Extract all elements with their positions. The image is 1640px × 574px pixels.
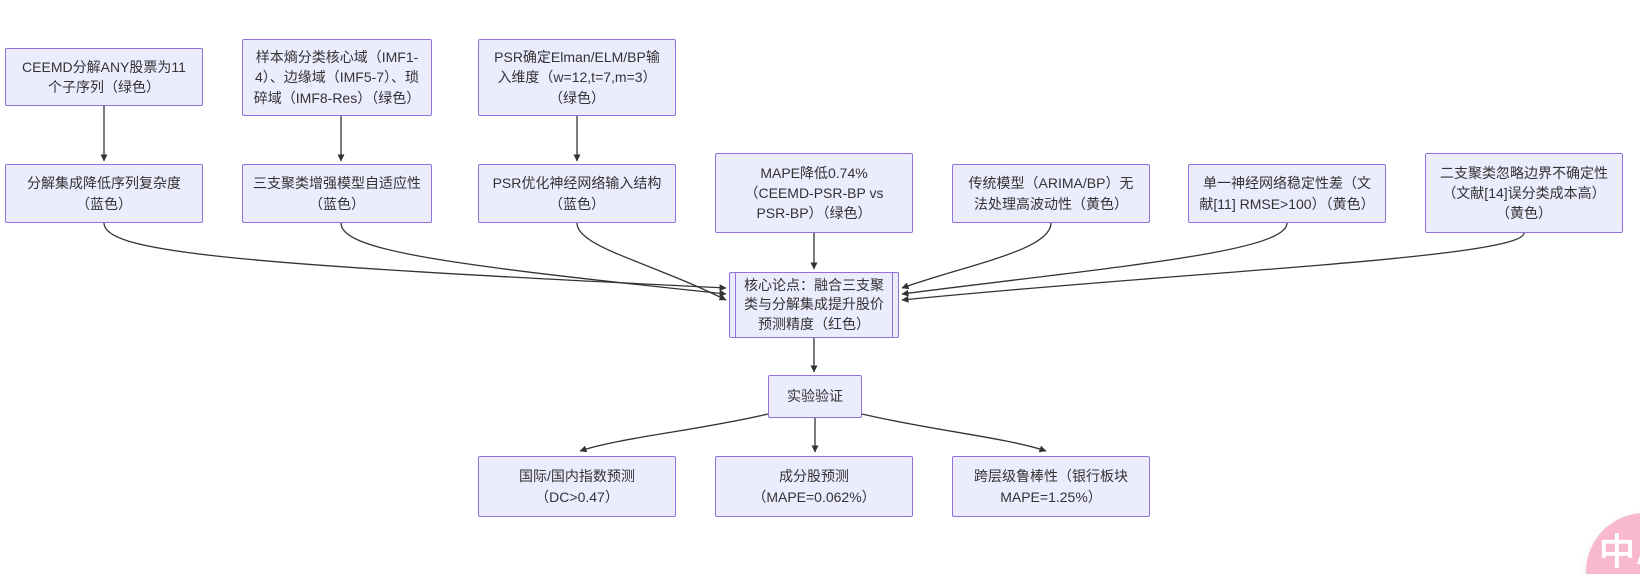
node-label: 三支聚类增强模型自适应性（蓝色） xyxy=(253,175,421,212)
node-single-nn-limit: 单一神经网络稳定性差（文献[11] RMSE>100）（黄色） xyxy=(1188,164,1386,223)
node-label: 分解集成降低序列复杂度（蓝色） xyxy=(27,175,181,212)
node-robustness: 跨层级鲁棒性（银行板块MAPE=1.25%） xyxy=(952,456,1150,517)
node-label: PSR优化神经网络输入结构（蓝色） xyxy=(492,175,662,212)
node-label: 样本熵分类核心域（IMF1-4）、边缘域（IMF5-7）、琐碎域（IMF8-Re… xyxy=(253,49,421,106)
node-label: 单一神经网络稳定性差（文献[11] RMSE>100）（黄色） xyxy=(1199,175,1375,212)
edge-structure-to-core xyxy=(576,222,727,301)
edge-complexity-to-core xyxy=(103,222,727,292)
node-label: 实验验证 xyxy=(787,388,843,405)
node-psr-structure: PSR优化神经网络输入结构（蓝色） xyxy=(478,164,676,223)
node-two-way-limit: 二支聚类忽略边界不确定性（文献[14]误分类成本高）（黄色） xyxy=(1425,153,1623,233)
node-sample-entropy: 样本熵分类核心域（IMF1-4）、边缘域（IMF5-7）、琐碎域（IMF8-Re… xyxy=(242,39,432,116)
node-label: 二支聚类忽略边界不确定性（文献[14]误分类成本高）（黄色） xyxy=(1440,164,1608,222)
node-psr-dimension: PSR确定Elman/ELM/BP输入维度（w=12,t=7,m=3）（绿色） xyxy=(478,39,676,116)
node-experiment: 实验验证 xyxy=(768,375,862,418)
edge-experiment-to-index xyxy=(579,413,769,453)
edge-adaptive-to-core xyxy=(340,222,727,297)
edge-traditional-to-core xyxy=(901,222,1052,290)
node-label: 跨层级鲁棒性（银行板块MAPE=1.25%） xyxy=(974,468,1128,505)
node-label: 国际/国内指数预测（DC>0.47） xyxy=(519,468,635,505)
translate-badge-button[interactable]: 中A xyxy=(1586,513,1640,574)
node-mape-improve: MAPE降低0.74%（CEEMD-PSR-BP vs PSR-BP）（绿色） xyxy=(715,153,913,233)
node-index-prediction: 国际/国内指数预测（DC>0.47） xyxy=(478,456,676,517)
node-ceemd-decompose: CEEMD分解ANY股票为11个子序列（绿色） xyxy=(5,48,203,106)
node-core-thesis: 核心论点：融合三支聚类与分解集成提升股价预测精度（红色） xyxy=(729,272,899,338)
node-label: MAPE降低0.74%（CEEMD-PSR-BP vs PSR-BP）（绿色） xyxy=(744,164,884,222)
node-label: CEEMD分解ANY股票为11个子序列（绿色） xyxy=(22,58,186,95)
translate-icon: 中A xyxy=(1599,531,1640,572)
edge-twoway-to-core xyxy=(901,232,1525,303)
node-label: 成分股预测（MAPE=0.062%） xyxy=(752,468,876,505)
node-decompose-complexity: 分解集成降低序列复杂度（蓝色） xyxy=(5,164,203,223)
edge-singlenn-to-core xyxy=(901,222,1288,297)
node-three-way-adaptive: 三支聚类增强模型自适应性（蓝色） xyxy=(242,164,432,223)
edge-experiment-to-robustness xyxy=(861,413,1047,453)
node-traditional-limit: 传统模型（ARIMA/BP）无法处理高波动性（黄色） xyxy=(952,164,1150,223)
node-label: 传统模型（ARIMA/BP）无法处理高波动性（黄色） xyxy=(968,175,1134,212)
node-component-prediction: 成分股预测（MAPE=0.062%） xyxy=(715,456,913,517)
node-label: 核心论点：融合三支聚类与分解集成提升股价预测精度（红色） xyxy=(744,276,884,332)
node-label: PSR确定Elman/ELM/BP输入维度（w=12,t=7,m=3）（绿色） xyxy=(494,49,660,106)
